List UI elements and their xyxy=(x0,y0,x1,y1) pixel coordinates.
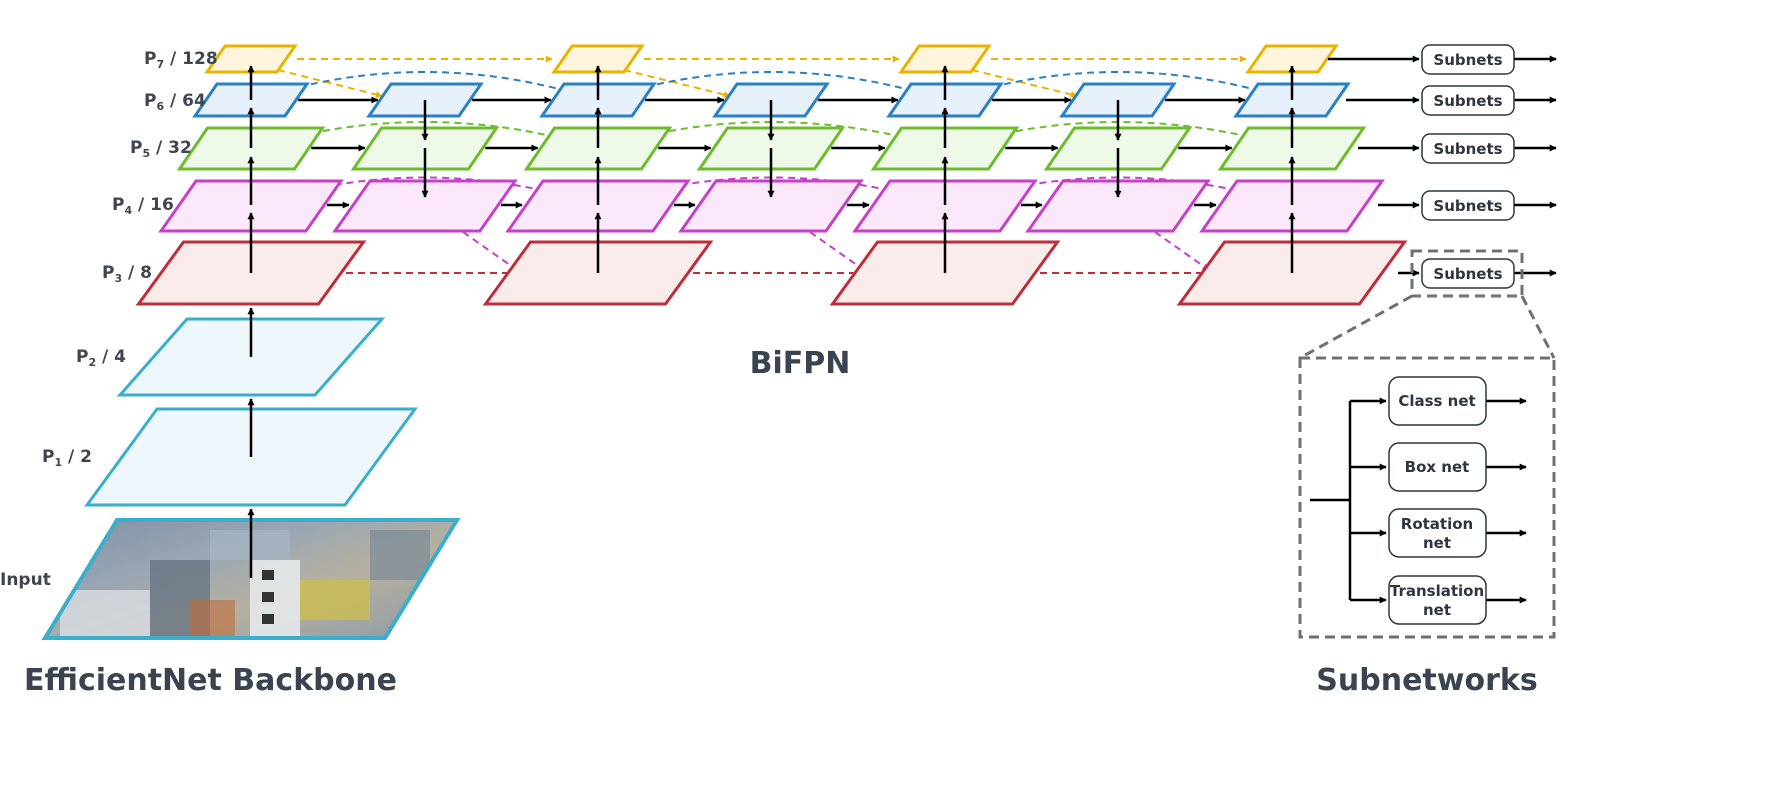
output-arrows xyxy=(1328,55,1557,277)
subnets-label: Subnets xyxy=(1433,265,1502,283)
class-net-label: Class net xyxy=(1398,392,1475,410)
backbone xyxy=(41,317,461,640)
subnets-label: Subnets xyxy=(1433,51,1502,69)
label-p1: P1 / 2 xyxy=(42,447,92,469)
backbone-title: EfficientNet Backbone xyxy=(24,663,397,698)
box-net-box: Box net xyxy=(1388,442,1487,492)
rotation-net-label-line2: net xyxy=(1423,534,1451,552)
bifpn-node-p4-4 xyxy=(678,179,864,233)
subnets-label: Subnets xyxy=(1433,92,1502,110)
subnetwork-boxes: Class net Box net Rotation net Translati… xyxy=(1388,376,1487,625)
label-p2: P2 / 4 xyxy=(76,347,126,369)
subnets-label: Subnets xyxy=(1433,140,1502,158)
label-p5: P5 / 32 xyxy=(130,138,192,160)
label-p3: P3 / 8 xyxy=(102,263,152,285)
bifpn-node-p5-1 xyxy=(176,126,326,171)
subnets-boxes: Subnets Subnets Subnets Subnets Subnets xyxy=(1421,44,1515,289)
subnets-box-p5: Subnets xyxy=(1421,133,1515,164)
bifpn-title: BiFPN xyxy=(750,346,851,381)
translation-net-label-line1: Translation xyxy=(1390,582,1484,600)
subnetworks-tree xyxy=(1310,397,1527,604)
subnetworks-title: Subnetworks xyxy=(1316,663,1537,698)
bifpn-node-p5-7 xyxy=(1217,126,1367,171)
subnets-box-p4: Subnets xyxy=(1421,190,1515,221)
bifpn-solid-arrows xyxy=(247,65,1296,273)
bifpn-node-p4-6 xyxy=(1025,179,1211,233)
rotation-net-label-line1: Rotation xyxy=(1401,515,1473,533)
label-p4: P4 / 16 xyxy=(112,195,174,217)
label-input: Input xyxy=(0,570,51,590)
label-p7: P7 / 128 xyxy=(144,49,218,71)
translation-net-box: Translation net xyxy=(1388,575,1487,625)
bifpn-node-p4-1 xyxy=(158,179,344,233)
subnets-box-p3: Subnets xyxy=(1421,258,1515,289)
bifpn-node-p5-5 xyxy=(870,126,1020,171)
bifpn-node-p4-3 xyxy=(505,179,691,233)
bifpn-node-p4-5 xyxy=(852,179,1038,233)
subnets-label: Subnets xyxy=(1433,197,1502,215)
subnetworks-panel xyxy=(1298,356,1556,639)
subnetworks-detail xyxy=(1298,249,1556,639)
subnets-box-p6: Subnets xyxy=(1421,85,1515,116)
rotation-net-box: Rotation net xyxy=(1388,508,1487,558)
bifpn-node-p4-7 xyxy=(1199,179,1385,233)
label-p6: P6 / 64 xyxy=(144,91,206,113)
zoom-highlight xyxy=(1410,249,1524,298)
translation-net-label-line2: net xyxy=(1423,601,1451,619)
bifpn-node-p4-2 xyxy=(332,179,518,233)
bifpn-node-p5-3 xyxy=(523,126,673,171)
level-labels: P7 / 128 P6 / 64 P5 / 32 P4 / 16 P3 / 8 … xyxy=(0,49,218,590)
subnets-box-p7: Subnets xyxy=(1421,44,1515,75)
box-net-label: Box net xyxy=(1405,458,1470,476)
class-net-box: Class net xyxy=(1388,376,1487,426)
